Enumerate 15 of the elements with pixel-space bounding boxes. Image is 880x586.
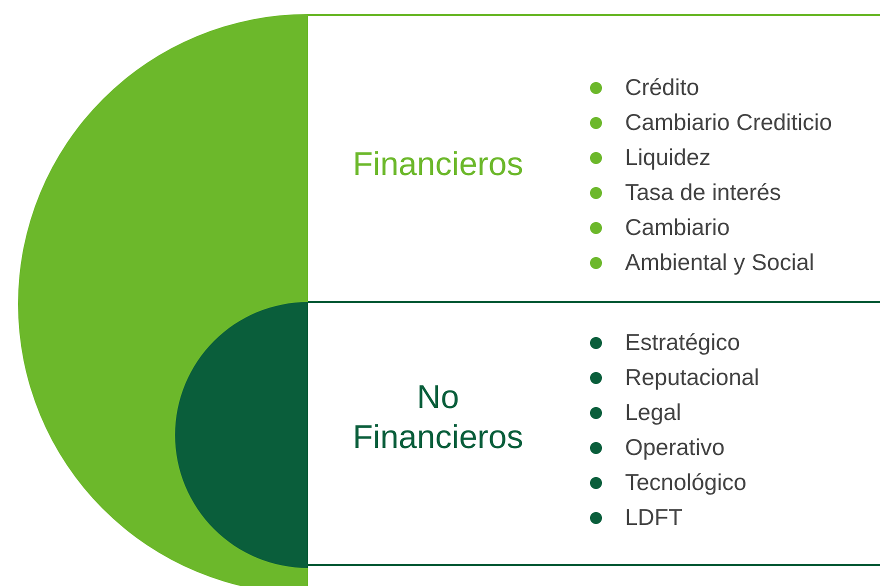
category-heading: No Financieros — [352, 377, 524, 457]
list-item: Liquidez — [625, 144, 711, 171]
category-heading: Financieros — [352, 144, 524, 184]
list-item: Estratégico — [625, 329, 740, 356]
list-item: Ambiental y Social — [625, 249, 814, 276]
list-item: Cambiario — [625, 214, 730, 241]
list-item: Operativo — [625, 434, 725, 461]
category-panel — [308, 301, 880, 566]
list-item: Crédito — [625, 74, 700, 101]
list-item: Tecnológico — [625, 469, 746, 496]
list-item: Reputacional — [625, 364, 760, 391]
list-item: Legal — [625, 399, 682, 426]
list-item: LDFT — [625, 504, 682, 531]
list-item: Cambiario Crediticio — [625, 109, 832, 136]
list-item: Tasa de interés — [625, 179, 781, 206]
